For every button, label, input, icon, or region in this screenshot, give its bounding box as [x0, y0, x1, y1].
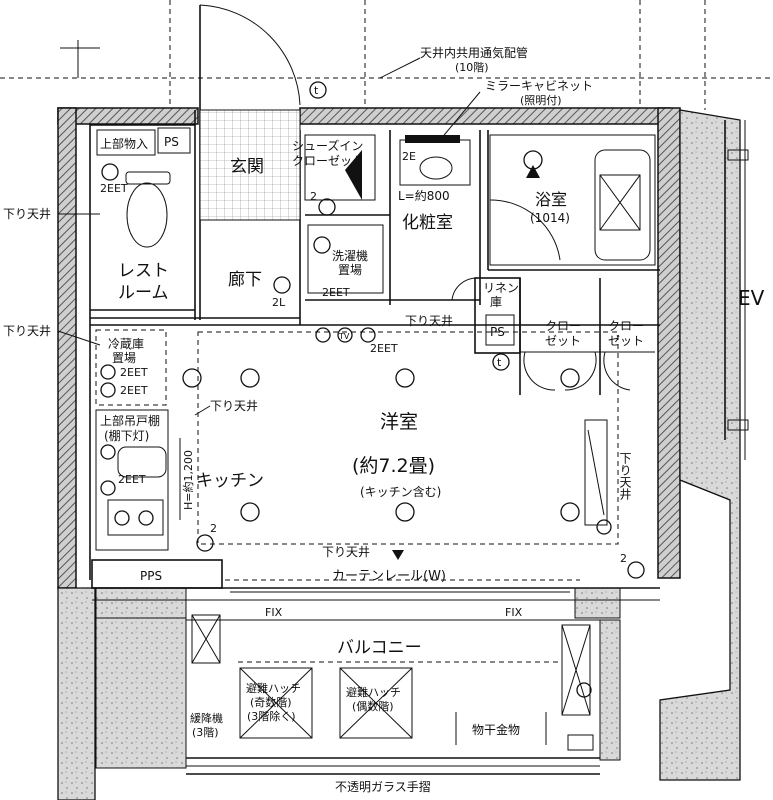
svg-text:物干金物: 物干金物 [472, 722, 520, 737]
svg-text:(3階): (3階) [192, 725, 219, 739]
svg-text:カーテンレール(W): カーテンレール(W) [332, 569, 446, 584]
closet-a: クロー ゼット [523, 319, 597, 391]
kitchen-area: 上部吊戸棚 (棚下灯) 2EET H=約1,200 キッチン 2 [100, 413, 264, 552]
svg-text:2EET: 2EET [100, 182, 128, 195]
svg-text:(棚下灯): (棚下灯) [104, 428, 149, 443]
linen-storage: リネン 庫 PS t [451, 277, 519, 371]
svg-text:避難ハッチ: 避難ハッチ [246, 681, 301, 695]
outlets-hall: TV 2EET [315, 327, 398, 355]
hallway-label: 廊下 [228, 270, 262, 290]
mirror-cabinet-note: ミラーキャビネット (照明付) [439, 79, 593, 141]
svg-text:クロー: クロー [608, 319, 644, 333]
svg-text:上部吊戸棚: 上部吊戸棚 [100, 413, 160, 428]
bathroom: 浴室 (1014) [489, 134, 656, 266]
svg-text:2: 2 [210, 522, 217, 535]
restroom: 2EET レスト ルーム [100, 163, 171, 303]
svg-text:天井内共用通気配管: 天井内共用通気配管 [420, 45, 528, 60]
svg-text:(3階除く): (3階除く) [247, 709, 296, 723]
pps-label: PPS [140, 569, 162, 583]
svg-text:下り天井: 下り天井 [210, 399, 258, 413]
svg-text:シューズイン: シューズイン [292, 138, 363, 153]
svg-text:下り天井: 下り天井 [322, 545, 370, 559]
svg-text:PS: PS [164, 135, 179, 149]
shoe-closet: シューズイン クローゼット [292, 134, 376, 201]
restroom-label: レスト [118, 261, 169, 281]
exterior-walls [57, 107, 741, 800]
western-room-label: 洋室 [380, 411, 418, 433]
svg-text:クロー: クロー [545, 319, 581, 333]
svg-text:t: t [497, 356, 502, 369]
svg-text:2EET: 2EET [120, 366, 148, 379]
vanity-room: 2E L=約800 化粧室 [398, 135, 471, 233]
curtain-rail: カーテンレール(W) [225, 569, 580, 584]
svg-text:2: 2 [620, 552, 627, 565]
svg-text:L=約800: L=約800 [398, 188, 450, 203]
svg-text:下り天井: 下り天井 [618, 452, 632, 501]
svg-text:置場: 置場 [112, 351, 136, 365]
western-room: 2 洋室 (約7.2畳) (キッチン含む) [182, 331, 645, 579]
washer-space: 洗濯機 置場 2EET [307, 224, 384, 299]
svg-text:(10階): (10階) [455, 60, 489, 74]
svg-text:庫: 庫 [490, 295, 502, 309]
svg-text:下り天井: 下り天井 [3, 324, 51, 338]
svg-text:上部物入: 上部物入 [100, 136, 148, 151]
svg-text:ミラーキャビネット: ミラーキャビネット [485, 79, 593, 93]
lowered-ceiling-notes: 下り天井 下り天井 下り天井 下り天井 下り天井 下り天井 [3, 207, 632, 560]
svg-text:下り天井: 下り天井 [3, 207, 51, 221]
svg-text:ゼット: ゼット [608, 334, 644, 348]
fix-windows: FIX FIX [265, 606, 523, 619]
svg-text:t: t [314, 84, 319, 97]
entrance-door [199, 4, 301, 221]
svg-text:H=約1,200: H=約1,200 [181, 450, 195, 510]
vanity-label: 化粧室 [402, 213, 453, 233]
svg-text:2EET: 2EET [120, 384, 148, 397]
svg-text:(キッチン含む): (キッチン含む) [360, 484, 441, 499]
svg-text:(偶数階): (偶数階) [352, 699, 394, 713]
svg-text:FIX: FIX [265, 606, 283, 619]
svg-text:FIX: FIX [505, 606, 523, 619]
fridge-space: 冷蔵庫 置場 2EET 2EET [100, 337, 148, 398]
svg-text:(1014): (1014) [530, 211, 570, 225]
svg-text:TV: TV [338, 332, 350, 341]
svg-text:冷蔵庫: 冷蔵庫 [108, 337, 144, 351]
bath-label: 浴室 [535, 190, 567, 209]
svg-text:2: 2 [310, 190, 317, 203]
ev-label: EV [738, 286, 765, 310]
svg-text:避難ハッチ: 避難ハッチ [346, 685, 401, 699]
elevator-shaft: EV [724, 120, 765, 460]
closet-b: クロー ゼット [603, 319, 644, 391]
svg-text:下り天井: 下り天井 [405, 314, 453, 328]
svg-text:2EET: 2EET [118, 473, 146, 486]
hallway-fixtures: 2L 2 [272, 190, 336, 309]
balcony: バルコニー 避難ハッチ (奇数階) (3階除く) 避難ハッチ (偶数階) 緩降機… [185, 614, 601, 775]
svg-text:ルーム: ルーム [118, 283, 169, 303]
t-marker-top: t [309, 81, 327, 99]
entrance-label: 玄関 [230, 157, 264, 177]
svg-text:リネン: リネン [483, 281, 519, 295]
svg-text:2EET: 2EET [370, 342, 398, 355]
svg-text:2L: 2L [272, 296, 286, 309]
kitchen-label: キッチン [196, 471, 264, 491]
railing-label: 不透明ガラス手摺 [335, 779, 431, 794]
svg-text:置場: 置場 [338, 263, 362, 277]
grid-lines [0, 0, 773, 110]
balcony-label: バルコニー [337, 638, 422, 658]
svg-text:緩降機: 緩降機 [190, 711, 223, 725]
svg-text:2EET: 2EET [322, 286, 350, 299]
room-size-label: (約7.2畳) [352, 455, 435, 477]
ceiling-duct-note: 天井内共用通気配管 (10階) [379, 45, 528, 79]
upper-storage: 上部物入 PS [96, 127, 191, 156]
svg-text:(奇数階): (奇数階) [250, 695, 292, 709]
svg-text:クローゼット: クローゼット [292, 154, 364, 168]
svg-text:洗濯機: 洗濯機 [332, 248, 368, 263]
svg-text:(照明付): (照明付) [520, 94, 562, 107]
svg-text:2E: 2E [402, 150, 416, 163]
svg-text:ゼット: ゼット [545, 334, 581, 348]
